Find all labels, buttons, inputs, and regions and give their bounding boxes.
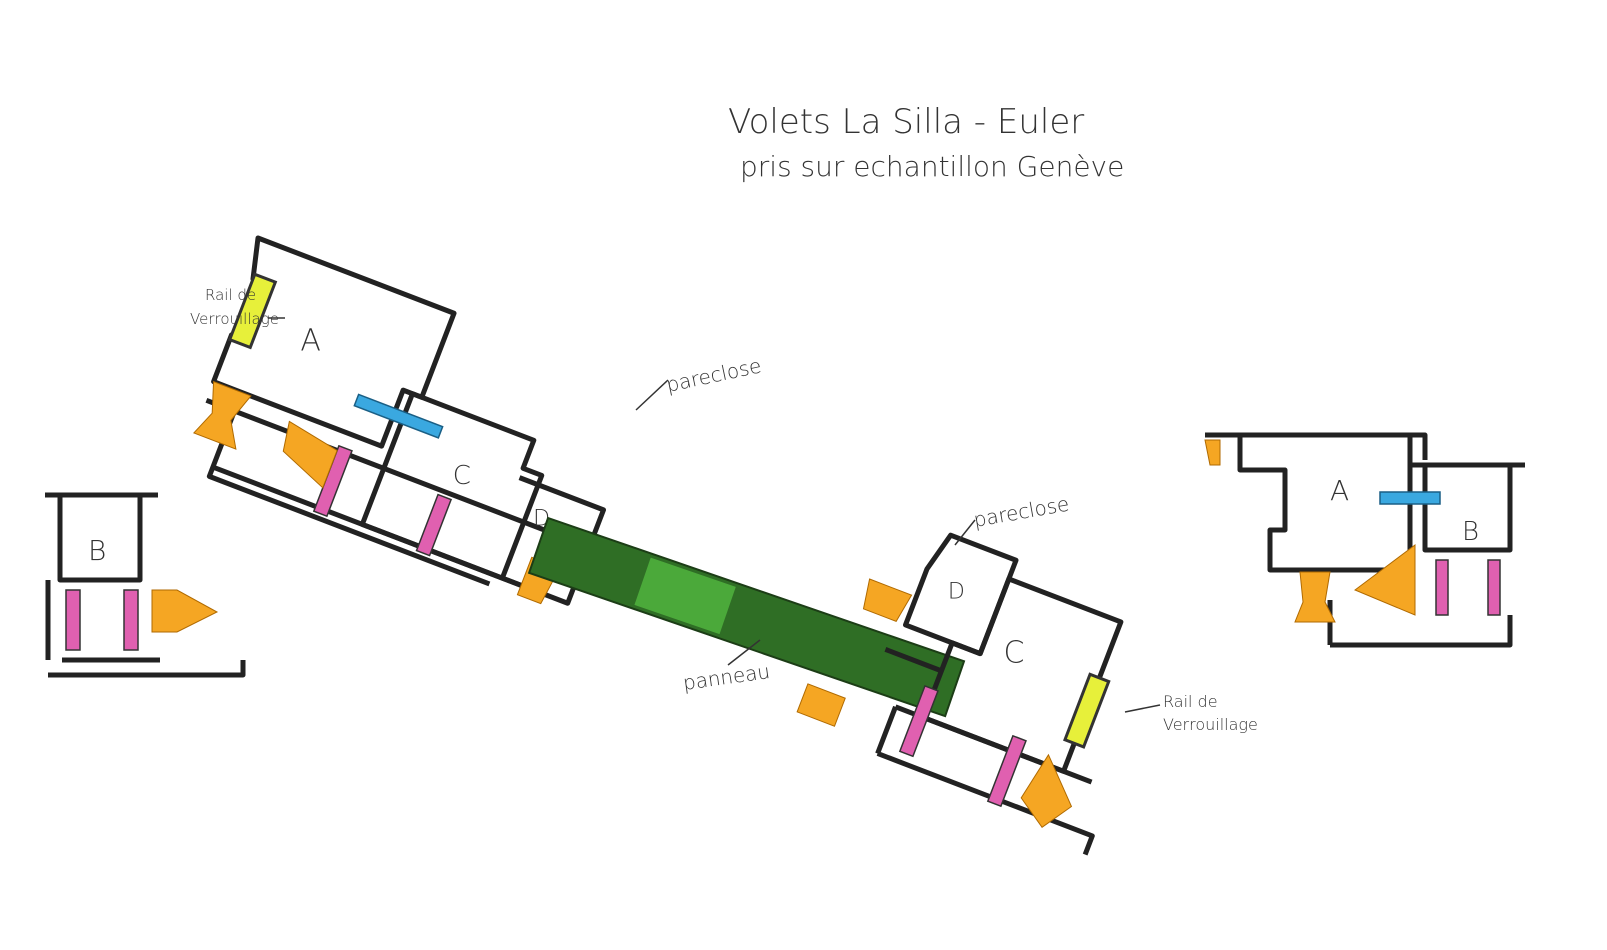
label-rail-left-2: Verrouillage [190, 310, 279, 328]
panel-group [527, 516, 966, 718]
screw [353, 393, 444, 439]
panel [527, 516, 966, 718]
label-rail-right-1: Rail de [1163, 692, 1218, 711]
profile-b-outline [1327, 462, 1525, 648]
gasket [151, 589, 219, 633]
screw [1379, 491, 1441, 505]
thermal-bar [898, 684, 939, 758]
gasket [1294, 571, 1336, 623]
locking-rail-right [1063, 672, 1111, 749]
label-b: B [88, 534, 106, 567]
thermal-bar [986, 734, 1027, 808]
title-line-1: Volets La Silla - Euler [728, 102, 1084, 142]
profile-base-outline [875, 647, 1095, 856]
panneau-leader [727, 639, 761, 666]
gasket [193, 380, 252, 450]
label-a: A [300, 324, 321, 359]
label-c: C [1004, 636, 1025, 671]
gasket [862, 578, 913, 622]
right-ab-section: A B [1204, 432, 1525, 648]
thermal-bar [1435, 559, 1449, 616]
thermal-bar [65, 589, 81, 651]
lower-assembly: C D [796, 532, 1124, 856]
left-b-section: B [45, 492, 246, 678]
gasket [796, 683, 846, 727]
label-c: C [453, 461, 471, 491]
gasket [1204, 439, 1221, 466]
gasket [1354, 544, 1416, 616]
label-b: B [1462, 517, 1479, 547]
profile-base-outline [205, 397, 555, 592]
label-rail-left-1: Rail de [205, 286, 256, 304]
pareclose-leader [954, 519, 976, 546]
gasket [282, 420, 338, 489]
gasket [1020, 753, 1073, 829]
title-line-2: pris sur echantillon Genève [740, 150, 1124, 183]
profile-d-outline [902, 532, 1019, 657]
panel-highlight [634, 557, 736, 635]
label-pareclose-bottom: pareclose [972, 492, 1071, 532]
label-d: D [948, 579, 965, 604]
label-a: A [1330, 474, 1349, 507]
profile-b-outline [45, 492, 246, 678]
label-rail-right-2: Verrouillage [1163, 715, 1258, 734]
upper-assembly: A C D [193, 235, 607, 606]
thermal-bar [415, 493, 453, 557]
thermal-bar [1487, 559, 1501, 616]
rail-right-leader [1124, 704, 1161, 713]
label-panneau: panneau [681, 659, 771, 695]
pareclose-leader [635, 379, 669, 411]
label-pareclose-top: pareclose [664, 353, 763, 397]
thermal-bar [123, 589, 139, 651]
locking-rail-left [227, 272, 278, 350]
